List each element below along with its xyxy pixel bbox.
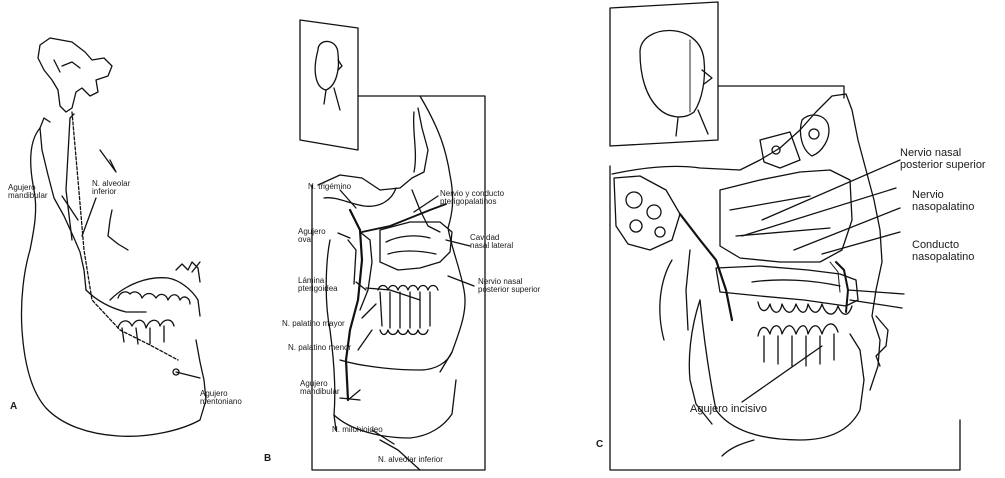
panel-letter-b: B — [264, 454, 271, 465]
label-b-n-alveolar-inferior: N. alveolar inferior — [378, 456, 443, 464]
label-c-nervio-nasopalatino: Nervio nasopalatino — [912, 190, 974, 213]
label-b-cavidad-nasal-lateral: Cavidad nasal lateral — [470, 234, 513, 251]
label-b-agujero-mandibular: Agujero mandibular — [300, 380, 340, 397]
label-b-lamina-pterigoidea: Lámina pterigoidea — [298, 277, 338, 294]
panel-letter-c: C — [596, 440, 603, 451]
label-a-n-alveolar-inferior: N. alveolar inferior — [92, 180, 130, 197]
label-b-n-palatino-mayor: N. palatino mayor — [282, 320, 345, 328]
label-a-agujero-mentoniano: Agujero mentoniano — [200, 390, 242, 407]
label-b-nervio-conducto-pterigopalatinos: Nervio y conducto pterigopalatinos — [440, 190, 504, 207]
label-b-nervio-nasal-posterior-superior: Nervio nasal posterior superior — [478, 278, 540, 295]
panel-b-section — [300, 20, 485, 470]
panel-a-mandible — [21, 38, 206, 436]
label-c-conducto-nasopalatino: Conducto nasopalatino — [912, 240, 974, 263]
label-b-n-trigemino: N. trigémino — [308, 183, 351, 191]
panel-c-section — [610, 2, 960, 470]
label-c-agujero-incisivo: Agujero incisivo — [690, 404, 767, 416]
label-b-n-milohioideo: N. milohioideo — [332, 426, 383, 434]
label-b-agujero-oval: Agujero oval — [298, 228, 326, 245]
label-a-agujero-mandibular: Agujero mandibular — [8, 184, 48, 201]
panel-letter-a: A — [10, 402, 17, 413]
label-b-n-palatino-menor: N. palatino menor — [288, 344, 351, 352]
label-c-nervio-nasal-posterior-superior: Nervio nasal posterior superior — [900, 148, 986, 171]
